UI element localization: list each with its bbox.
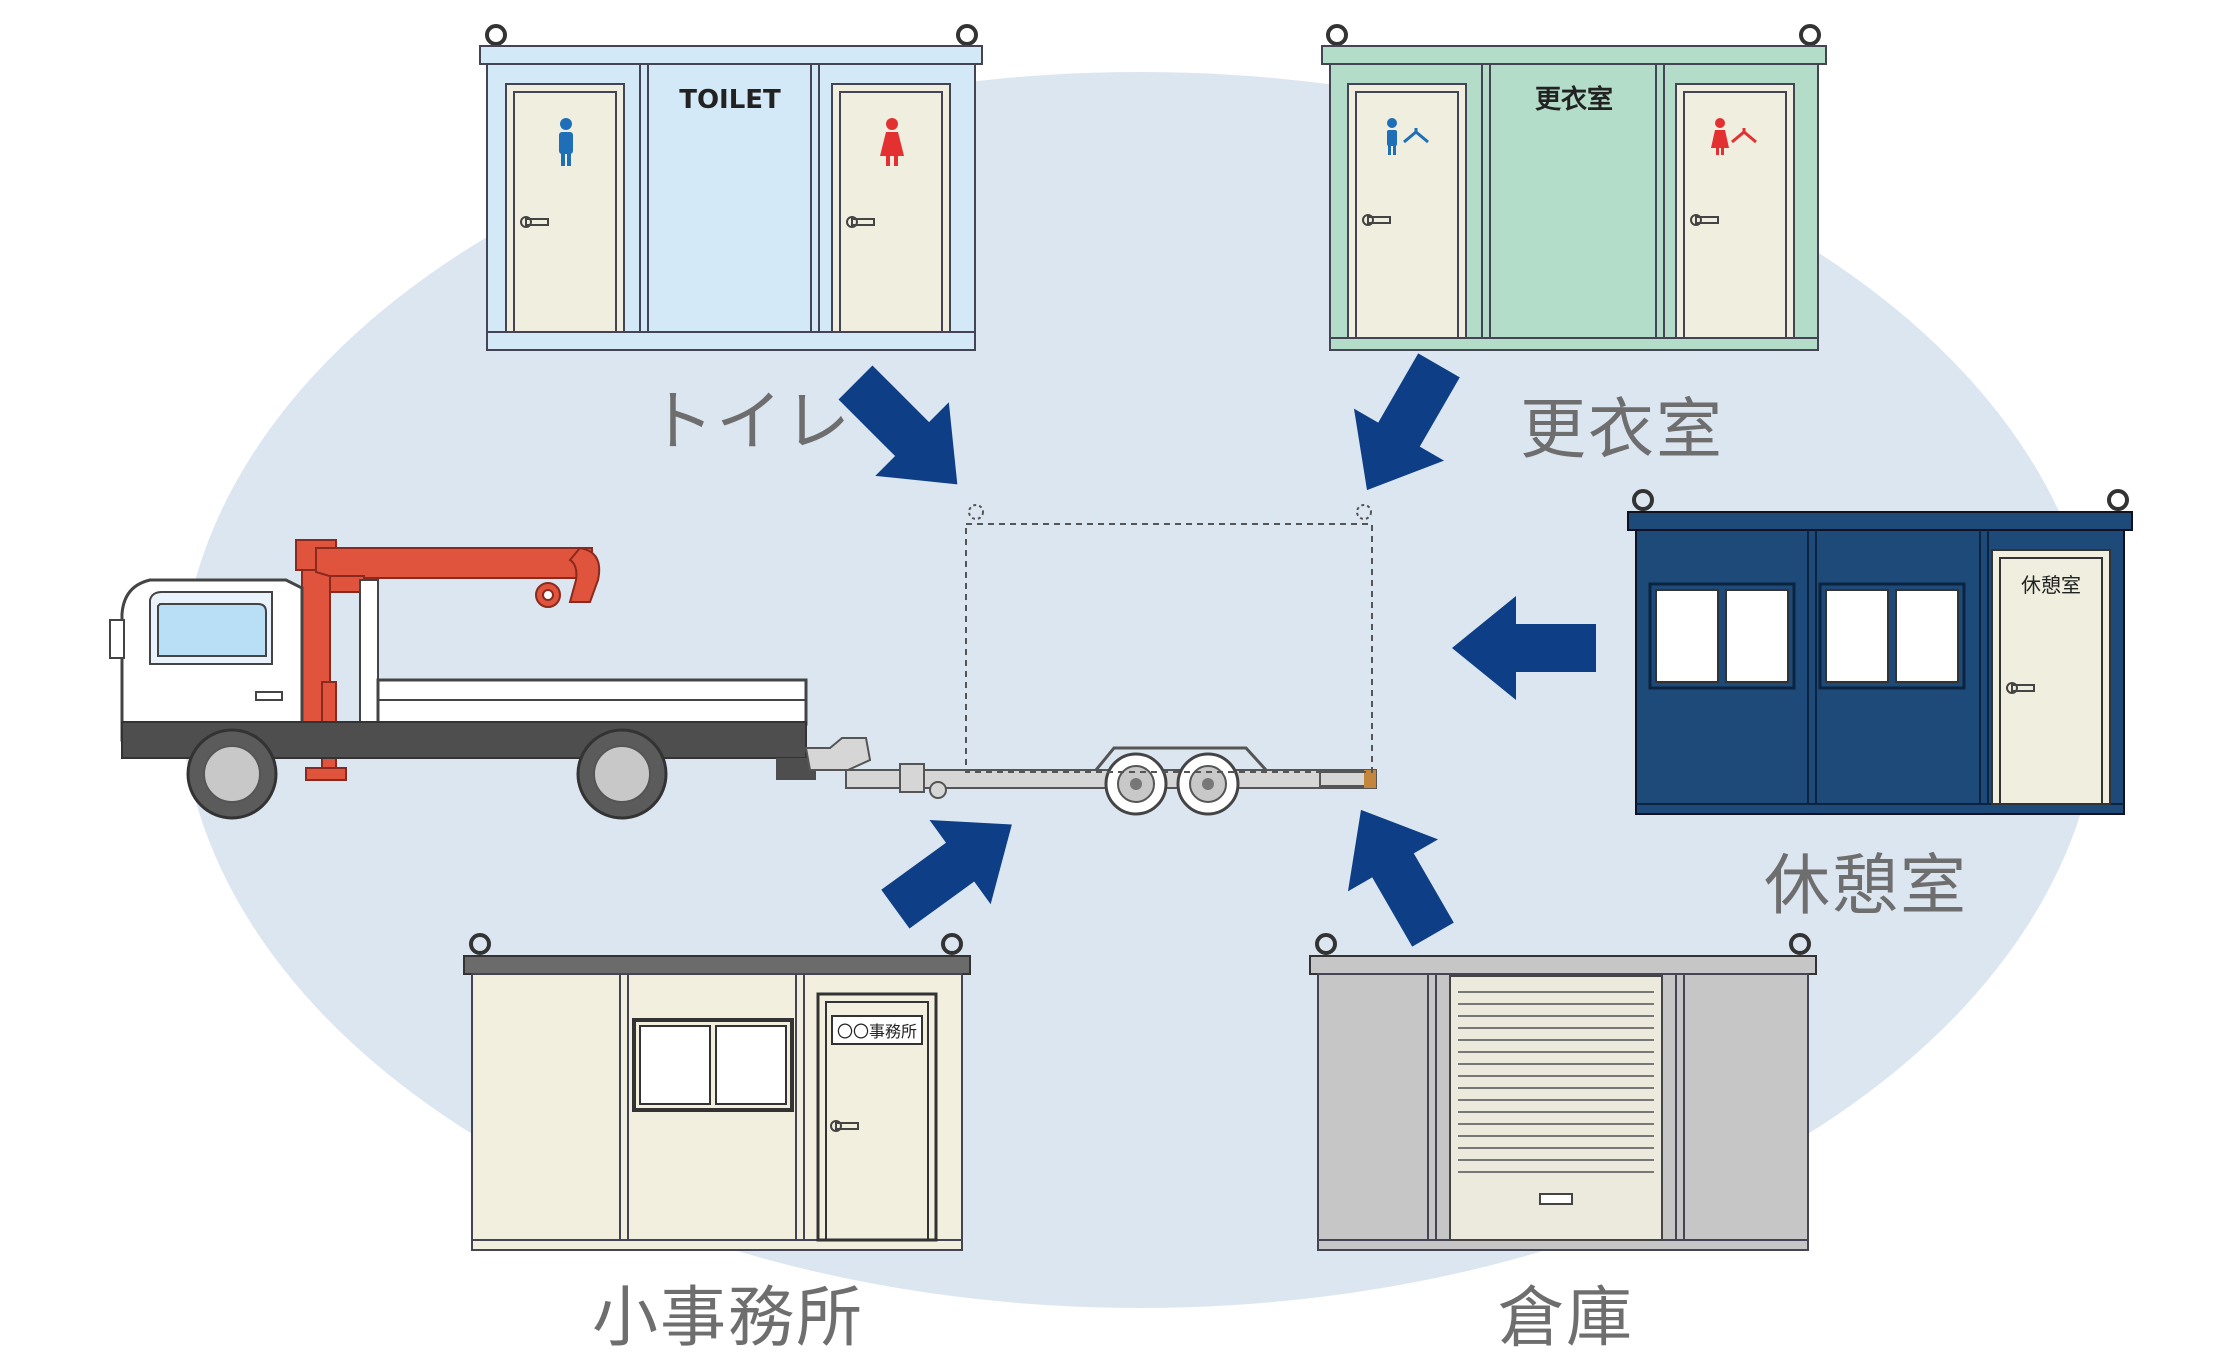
placement-outline <box>965 523 1373 773</box>
lifting-eye-icon <box>469 933 491 955</box>
lifting-eye-icon <box>1326 24 1348 46</box>
man-icon <box>559 118 573 166</box>
rest-room-window <box>1648 582 1796 690</box>
rest-room-unit: 休憩室 <box>1627 489 2133 815</box>
lifting-eye-icon <box>956 24 978 46</box>
door-handle-icon <box>520 216 549 228</box>
changing-door-women <box>1675 83 1795 339</box>
lifting-eye-icon <box>1356 504 1372 520</box>
office-nameplate <box>831 1015 923 1045</box>
arrow-icon <box>881 820 1012 929</box>
changing-room-caption: 更衣室 <box>1520 391 1724 468</box>
hanger-icon <box>1403 128 1429 144</box>
arrow-icon <box>1452 596 1596 700</box>
hanger-icon <box>1731 128 1757 144</box>
lifting-eye-icon <box>2107 489 2129 511</box>
trailer <box>845 504 1377 816</box>
door-handle-icon <box>1362 214 1391 226</box>
crane-truck <box>109 539 872 820</box>
toilet-caption: トイレ <box>648 383 852 460</box>
woman-icon <box>880 118 904 166</box>
lifting-eye-icon <box>485 24 507 46</box>
man-icon <box>1387 118 1397 155</box>
small-office-door-sign: 〇〇事務所 <box>837 1022 917 1041</box>
lifting-eye-icon <box>1315 933 1337 955</box>
trailer-wheel <box>1104 752 1168 816</box>
changing-door-men <box>1347 83 1467 339</box>
lifting-eye-icon <box>941 933 963 955</box>
truck-wheel <box>576 728 668 820</box>
lifting-eye-icon <box>1632 489 1654 511</box>
small-office-window <box>632 1018 794 1112</box>
door-handle-icon <box>2006 682 2035 694</box>
small-office-unit: 〇〇事務所 <box>463 933 971 1251</box>
side-mirror <box>109 619 125 659</box>
trailer-wheel <box>1176 752 1240 816</box>
rest-room-door <box>1991 549 2111 805</box>
storage-caption: 倉庫 <box>1498 1279 1634 1356</box>
woman-icon <box>1711 118 1729 155</box>
rest-room-window <box>1818 582 1966 690</box>
lifting-eye-icon <box>1799 24 1821 46</box>
door-handle-icon <box>830 1120 859 1132</box>
small-office-caption: 小事務所 <box>592 1279 864 1356</box>
door-handle-icon <box>1690 214 1719 226</box>
lifting-eye-icon <box>1789 933 1811 955</box>
shutter-handle <box>1539 1193 1573 1205</box>
rest-room-caption: 休憩室 <box>1764 847 1968 924</box>
rest-room-door-sign: 休憩室 <box>2021 573 2081 597</box>
arrow-icon <box>1353 353 1460 491</box>
lifting-eye-icon <box>968 504 984 520</box>
hitch <box>804 737 872 771</box>
toilet-sign: TOILET <box>679 85 781 115</box>
arrow-icon <box>838 365 958 485</box>
truck-bed <box>376 678 808 726</box>
truck-window <box>157 603 267 657</box>
door-handle-icon <box>846 216 875 228</box>
changing-room-unit: 更衣室 <box>1321 24 1827 351</box>
truck-wheel <box>186 728 278 820</box>
storage-unit <box>1309 933 1817 1251</box>
changing-room-sign: 更衣室 <box>1535 84 1613 115</box>
toilet-unit: TOILET <box>479 24 983 351</box>
arrow-icon <box>1347 809 1454 947</box>
